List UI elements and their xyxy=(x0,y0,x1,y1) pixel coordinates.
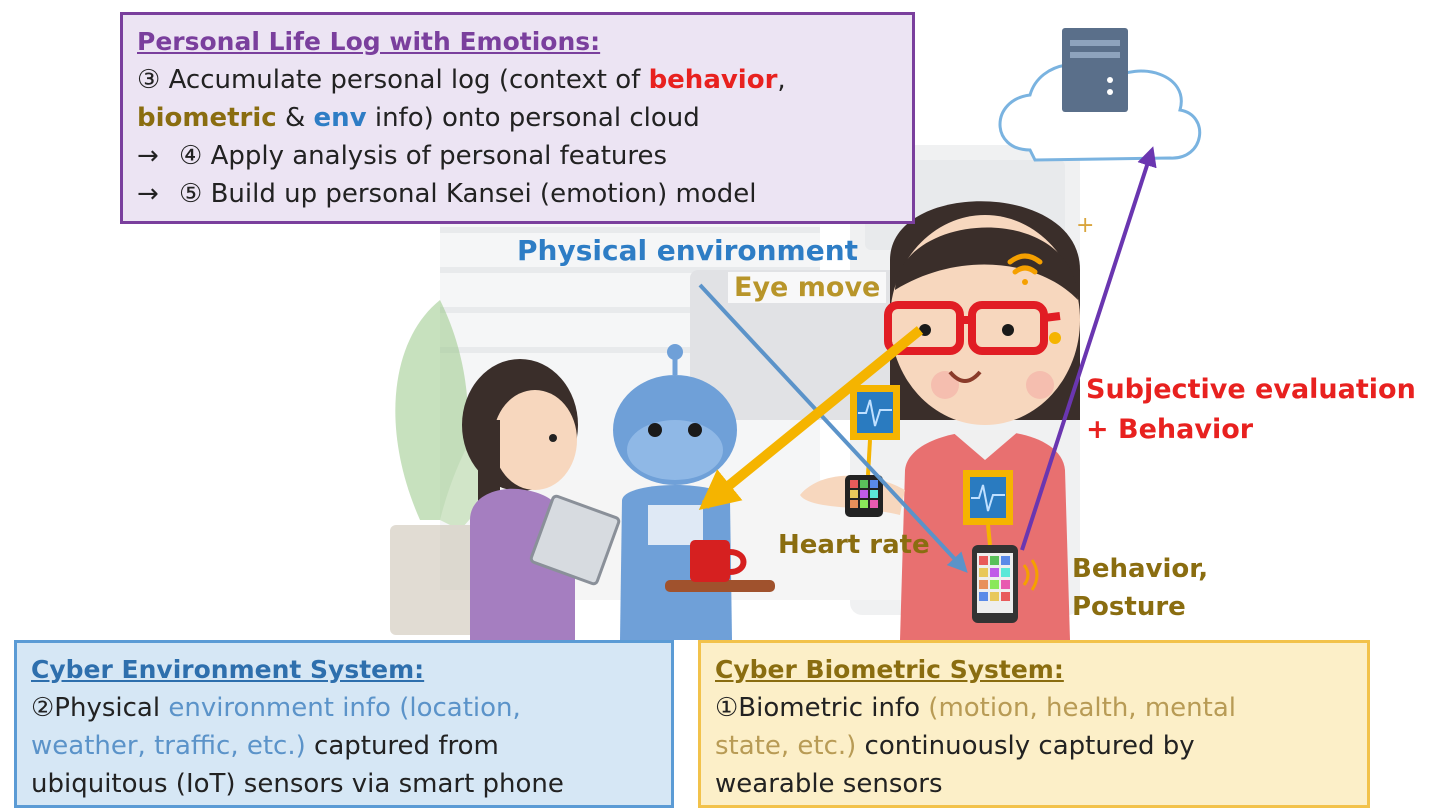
robot-figure xyxy=(613,344,775,640)
bio-system-line-3: wearable sensors xyxy=(715,769,943,799)
env-system-line-1: ②Physical environment info (location, xyxy=(31,689,657,727)
life-log-text: & xyxy=(276,103,314,133)
env-keyword: env xyxy=(313,103,367,133)
env-text-highlight: environment info (location, xyxy=(168,693,521,723)
eye-move-arrow xyxy=(698,326,924,511)
smart-glasses-icon xyxy=(884,301,1061,355)
biometric-keyword: biometric xyxy=(137,103,277,133)
cyber-environment-system-box: Cyber Environment System: ②Physical envi… xyxy=(14,640,674,808)
physical-environment-arrow xyxy=(698,283,968,573)
behavior-label-line: Behavior, xyxy=(1072,554,1209,584)
bio-text-highlight: state, etc.) xyxy=(715,731,857,761)
life-log-title: Personal Life Log with Emotions: xyxy=(137,27,601,56)
eye-move-label: Eye move xyxy=(728,272,887,303)
personal-life-log-box: Personal Life Log with Emotions: ③ Accum… xyxy=(120,12,915,224)
env-system-line-3: ubiquitous (IoT) sensors via smart phone xyxy=(31,769,564,799)
life-log-line-2: biometric & env info) onto personal clou… xyxy=(137,99,898,137)
smartphone-icon xyxy=(963,470,1039,623)
upload-to-cloud-arrow xyxy=(1020,146,1157,551)
bio-system-line-1: ①Biometric info (motion, health, mental xyxy=(715,689,1353,727)
cloud-server-icon xyxy=(998,28,1202,162)
life-log-text: ③ Accumulate personal log (context of xyxy=(137,65,649,95)
right-arrow-icon: → xyxy=(137,179,159,209)
bio-text: ①Biometric info xyxy=(715,693,929,723)
bio-system-title: Cyber Biometric System: xyxy=(715,655,1064,684)
env-system-title: Cyber Environment System: xyxy=(31,655,425,684)
env-text-highlight: weather, traffic, etc.) xyxy=(31,731,306,761)
colleague-woman-figure xyxy=(462,359,621,640)
life-log-text: ④ Apply analysis of personal features xyxy=(179,141,668,171)
bio-text-highlight: (motion, health, mental xyxy=(928,693,1236,723)
bio-text: continuously captured by xyxy=(856,731,1195,761)
right-arrow-icon: → xyxy=(137,141,159,171)
life-log-text: ⑤ Build up personal Kansei (emotion) mod… xyxy=(179,179,757,209)
physical-environment-label: Physical environment xyxy=(517,234,859,267)
life-log-line-1: ③ Accumulate personal log (context of be… xyxy=(137,61,898,99)
sparkle-icon: + xyxy=(1076,213,1094,238)
subjective-evaluation-label: Subjective evaluation + Behavior xyxy=(1086,370,1416,450)
env-text: ②Physical xyxy=(31,693,169,723)
heart-rate-label: Heart rate xyxy=(778,530,930,560)
wifi-signal-icon xyxy=(1007,253,1043,285)
posture-label-line: Posture xyxy=(1072,592,1186,622)
subjective-label-line: Subjective evaluation xyxy=(1086,374,1416,405)
cyber-biometric-system-box: Cyber Biometric System: ①Biometric info … xyxy=(698,640,1370,808)
life-log-line-4: → ⑤ Build up personal Kansei (emotion) mo… xyxy=(137,175,898,213)
life-log-text: info) onto personal cloud xyxy=(366,103,700,133)
bio-system-line-2: state, etc.) continuously captured by xyxy=(715,727,1353,765)
behavior-keyword: behavior xyxy=(648,65,778,95)
behavior-plus-label-line: + Behavior xyxy=(1086,414,1254,445)
behavior-posture-label: Behavior, Posture xyxy=(1072,550,1208,626)
life-log-line-3: → ④ Apply analysis of personal features xyxy=(137,137,898,175)
life-log-text: , xyxy=(777,65,786,95)
smartwatch-icon xyxy=(845,385,900,517)
env-text: captured from xyxy=(305,731,499,761)
env-system-line-2: weather, traffic, etc.) captured from xyxy=(31,727,657,765)
